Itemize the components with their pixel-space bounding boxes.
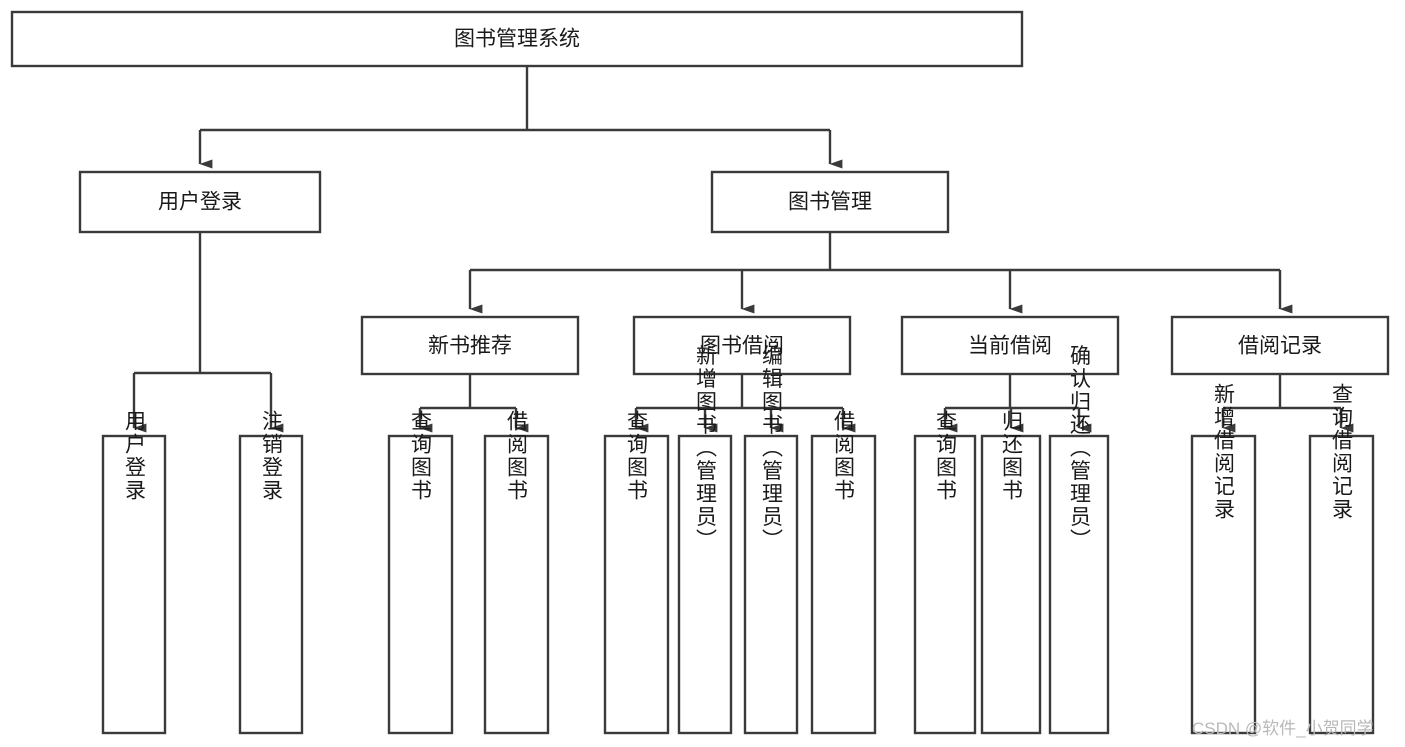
node-leaf-add-book-admin-label: 新增图书（管理员）: [694, 345, 718, 552]
edge-currentborrow-to-leaves: [943, 374, 1092, 433]
node-leaf-user-logout-label: 注销登录: [260, 410, 284, 502]
node-current-borrow-label: 当前借阅: [968, 335, 1052, 358]
node-leaf-return-book-label: 归还图书: [1000, 410, 1024, 502]
node-leaf-query-borrow-record[interactable]: 查询借阅记录: [1308, 383, 1375, 735]
node-current-borrow[interactable]: 当前借阅: [900, 315, 1120, 376]
node-leaf-query-borrow-record-label: 查询借阅记录: [1330, 383, 1354, 521]
node-leaf-user-login-label: 用户登录: [123, 410, 147, 502]
node-user-login-label: 用户登录: [158, 191, 242, 214]
node-leaf-user-logout[interactable]: 注销登录: [238, 410, 304, 735]
node-leaf-confirm-return-admin-label: 确认归还（管理员）: [1068, 345, 1092, 552]
node-leaf-add-borrow-record-label: 新增借阅记录: [1212, 383, 1236, 521]
edge-borrowrecord-to-leaves: [1221, 374, 1354, 433]
node-leaf-query-book-borrow[interactable]: 查询图书: [603, 410, 670, 735]
node-root-label: 图书管理系统: [454, 28, 580, 51]
node-leaf-borrow-book[interactable]: 借阅图书: [810, 410, 877, 735]
node-leaf-edit-book-admin[interactable]: 编辑图书（管理员）: [743, 345, 799, 735]
node-borrow-record[interactable]: 借阅记录: [1170, 315, 1390, 376]
edge-userlogin-to-leaves: [132, 232, 284, 433]
node-root[interactable]: 图书管理系统: [10, 10, 1024, 68]
node-leaf-borrow-book-label: 借阅图书: [832, 410, 856, 502]
node-leaf-confirm-return-admin[interactable]: 确认归还（管理员）: [1048, 345, 1110, 735]
node-leaf-query-book-rec[interactable]: 查询图书: [387, 410, 454, 735]
node-leaf-query-book-current-label: 查询图书: [934, 410, 958, 502]
edge-bookborrow-to-leaves: [634, 374, 856, 433]
node-leaf-query-book-current[interactable]: 查询图书: [913, 410, 977, 735]
node-new-book-rec-label: 新书推荐: [428, 335, 512, 358]
edge-layer: [132, 66, 1354, 433]
node-leaf-add-book-admin[interactable]: 新增图书（管理员）: [677, 345, 733, 735]
node-borrow-record-label: 借阅记录: [1238, 335, 1322, 358]
node-book-manage-label: 图书管理: [788, 191, 872, 214]
node-leaf-query-book-borrow-label: 查询图书: [625, 410, 649, 502]
edge-root-to-level2: [198, 66, 843, 169]
node-leaf-borrow-book-rec[interactable]: 借阅图书: [483, 410, 550, 735]
node-book-manage[interactable]: 图书管理: [710, 170, 950, 234]
node-book-borrow-label: 图书借阅: [700, 335, 784, 358]
node-leaf-borrow-book-rec-label: 借阅图书: [505, 410, 529, 502]
node-book-borrow[interactable]: 图书借阅: [632, 315, 852, 376]
node-leaf-return-book[interactable]: 归还图书: [980, 410, 1042, 735]
node-leaf-query-book-rec-label: 查询图书: [409, 410, 433, 502]
node-leaf-user-login[interactable]: 用户登录: [101, 410, 167, 735]
edge-newbookrec-to-leaves: [418, 374, 529, 433]
node-user-login[interactable]: 用户登录: [78, 170, 322, 234]
edge-bookmanage-to-level3: [468, 232, 1293, 314]
node-leaf-add-borrow-record[interactable]: 新增借阅记录: [1190, 383, 1257, 735]
node-leaf-edit-book-admin-label: 编辑图书（管理员）: [760, 345, 784, 552]
node-new-book-rec[interactable]: 新书推荐: [360, 315, 580, 376]
node-layer: 图书管理系统 用户登录 图书管理 新书推荐 图书借阅: [10, 10, 1390, 735]
